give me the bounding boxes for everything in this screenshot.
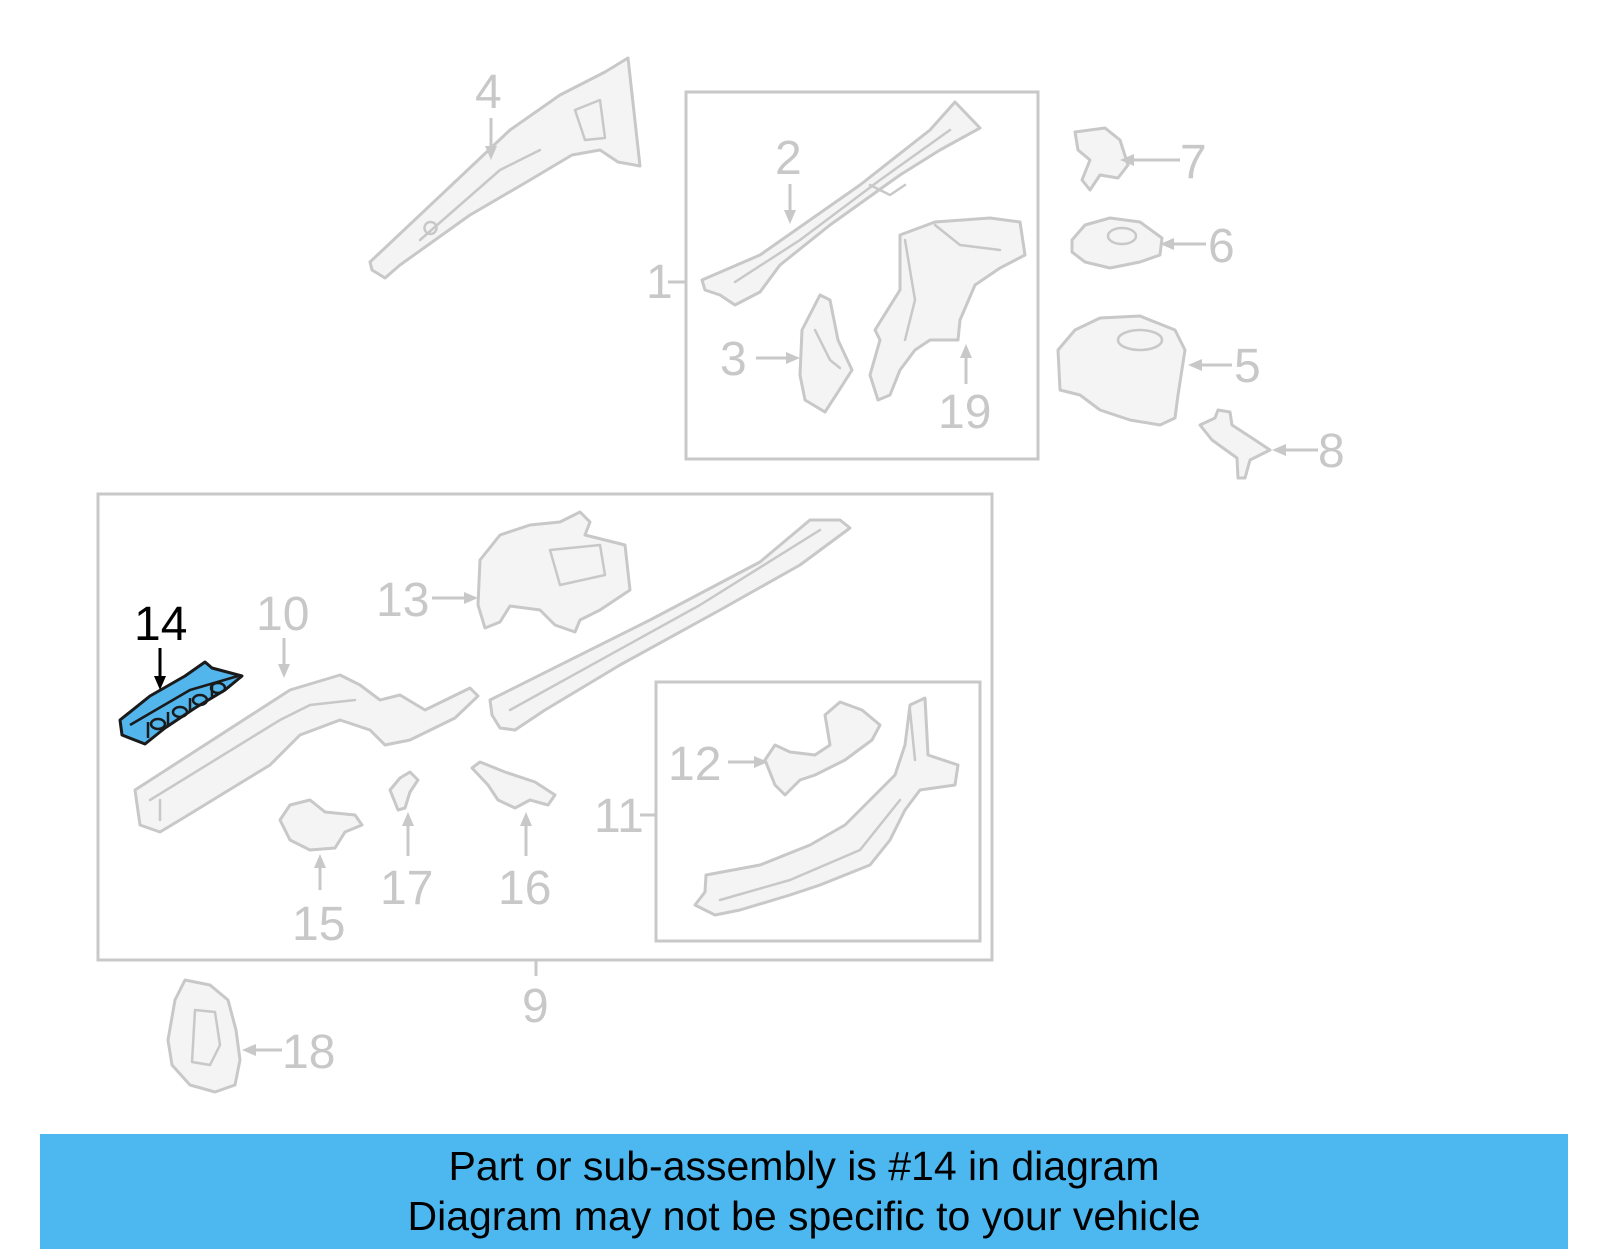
notice-line-disclaimer: Diagram may not be specific to your vehi… [407, 1193, 1201, 1239]
notice-line-part-number: Part or sub-assembly is #14 in diagram [448, 1143, 1160, 1189]
callout-8[interactable]: 8 [1318, 425, 1345, 478]
callout-7[interactable]: 7 [1180, 136, 1207, 189]
part-4-shape[interactable] [368, 56, 642, 280]
part-2-shape[interactable] [700, 100, 982, 307]
part-19-shape[interactable] [868, 216, 1027, 402]
part-7-shape[interactable] [1073, 126, 1130, 192]
diagram-notice-banner: Part or sub-assembly is #14 in diagram D… [40, 1134, 1568, 1249]
part-17-shape[interactable] [388, 770, 420, 812]
part-14-highlighted-shape[interactable] [118, 660, 244, 746]
part-15-shape[interactable] [278, 798, 364, 852]
callout-16[interactable]: 16 [498, 862, 551, 915]
part-12-shape[interactable] [763, 700, 882, 797]
callout-18[interactable]: 18 [282, 1026, 335, 1079]
part-6-shape[interactable] [1070, 216, 1164, 270]
callout-17[interactable]: 17 [380, 862, 433, 915]
part-18-shape[interactable] [166, 978, 242, 1094]
callout-14[interactable]: 14 [134, 598, 187, 651]
callout-5[interactable]: 5 [1234, 340, 1261, 393]
callout-15[interactable]: 15 [292, 898, 345, 951]
callout-19[interactable]: 19 [938, 386, 991, 439]
part-13-shape[interactable] [476, 510, 632, 634]
assembly-box-9 [96, 492, 994, 962]
callout-13[interactable]: 13 [376, 574, 429, 627]
part-5-shape[interactable] [1056, 314, 1187, 427]
part-8-shape[interactable] [1198, 408, 1272, 480]
callout-12[interactable]: 12 [668, 738, 721, 791]
callout-1[interactable]: 1 [646, 256, 673, 309]
part-11-shape[interactable] [693, 696, 960, 917]
part-10-shape[interactable] [133, 673, 480, 834]
assembly-box-11 [654, 680, 982, 943]
callout-3[interactable]: 3 [720, 333, 747, 386]
assembly-box-1 [684, 90, 1040, 461]
callout-11[interactable]: 11 [594, 790, 644, 843]
part-16-shape[interactable] [470, 760, 557, 810]
callout-4[interactable]: 4 [475, 66, 502, 119]
part-9-rail-shape[interactable] [488, 518, 852, 732]
part-3-shape[interactable] [798, 293, 854, 414]
callout-2[interactable]: 2 [775, 132, 802, 185]
callout-6[interactable]: 6 [1208, 220, 1235, 273]
callout-9[interactable]: 9 [522, 980, 549, 1033]
callout-10[interactable]: 10 [256, 588, 309, 641]
